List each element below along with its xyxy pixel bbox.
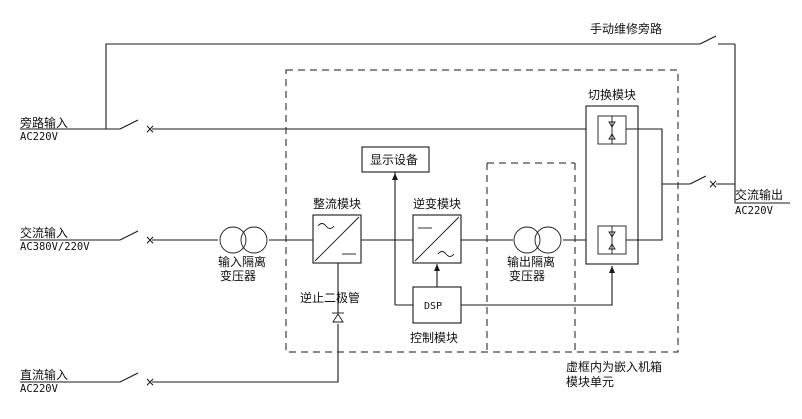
inverter-thyristor-up [608, 231, 616, 238]
bypass-input-label: 旁路输入 [20, 115, 68, 130]
inverter-ac-symbol [437, 251, 455, 257]
dc-switch-contact: × [145, 375, 155, 389]
bypass-input-voltage: AC220V [20, 131, 59, 143]
input-transformer-secondary [240, 226, 268, 254]
dsp-to-inverter-arrow [434, 264, 440, 271]
switch-module-label: 切换模块 [588, 88, 636, 102]
note-line-2: 模块单元 [566, 375, 614, 389]
display-device-label: 显示设备 [370, 153, 418, 167]
manual-bypass-wire [105, 43, 700, 129]
bypass-thyristor-up [608, 121, 616, 128]
output-bus [716, 44, 736, 185]
bypass-switch-contact: × [145, 122, 155, 136]
output-transformer-label-2: 变压器 [509, 268, 545, 283]
embedded-chassis-boundary [285, 69, 679, 353]
ac-switch-contact: × [145, 233, 155, 247]
dsp-label: DSP [424, 301, 442, 312]
ac-input-voltage: AC380V/220V [20, 241, 90, 253]
display-arrow [392, 173, 398, 180]
dc-input-switch [119, 372, 139, 383]
inverter-label: 逆变模块 [413, 196, 461, 211]
ac-output-voltage: AC220V [735, 205, 774, 217]
ac-input-switch [119, 230, 139, 241]
diode-label: 逆止二极管 [300, 290, 360, 305]
diode-triangle [332, 313, 344, 323]
bypass-input-switch [119, 119, 139, 130]
dsp-to-switch-wire [461, 266, 613, 306]
rectifier-label: 整流模块 [313, 196, 361, 211]
dc-wire-to-diode [152, 324, 339, 383]
input-transformer-label-1: 输入隔离 [218, 254, 266, 269]
output-transformer-secondary [534, 226, 562, 254]
output-transformer-primary [513, 226, 541, 254]
bypass-thyristor-down [608, 133, 616, 140]
dc-input-label: 直流输入 [20, 367, 68, 382]
dsp-to-switch-arrow [609, 266, 615, 273]
control-module-label: 控制模块 [410, 331, 458, 345]
inverter-diagonal [414, 216, 460, 262]
output-switch [689, 175, 707, 185]
dc-input-voltage: AC220V [20, 383, 59, 395]
ac-input-label: 交流输入 [20, 225, 68, 240]
input-transformer-label-2: 变压器 [220, 268, 256, 283]
input-transformer-primary [219, 226, 247, 254]
rectifier-ac-symbol [317, 223, 335, 229]
manual-bypass-label: 手动维修旁路 [590, 21, 662, 36]
manual-bypass-switch [699, 35, 717, 45]
output-transformer-label-1: 输出隔离 [507, 254, 555, 269]
inverter-thyristor-down [608, 243, 616, 250]
rectifier-diagonal [314, 216, 360, 262]
note-line-1: 虚框内为嵌入机箱 [566, 359, 662, 374]
output-switch-contact: × [708, 177, 718, 191]
ac-output-label: 交流输出 [735, 187, 783, 202]
